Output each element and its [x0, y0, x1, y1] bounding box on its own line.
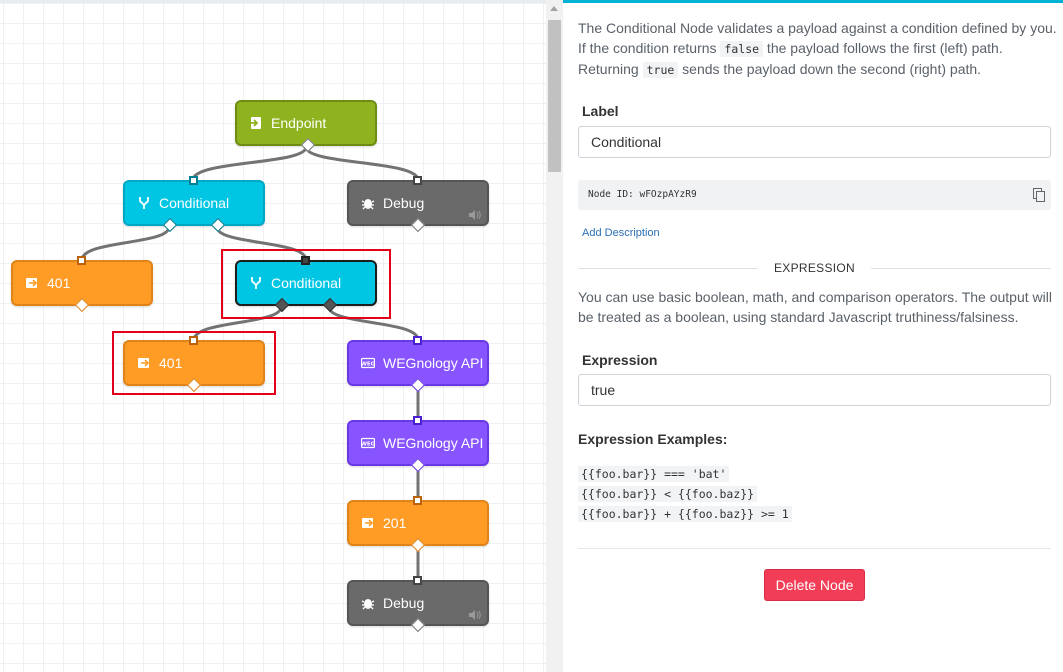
speaker-icon [469, 210, 481, 220]
example-line: {{foo.bar}} + {{foo.baz}} >= 1 [578, 506, 792, 522]
divider-line [578, 268, 758, 269]
endpoint-icon [249, 116, 263, 130]
node-api-1[interactable]: WEG WEGnology API [347, 336, 489, 393]
reply-icon [137, 356, 151, 370]
input-port[interactable] [413, 416, 422, 425]
label-field-title: Label [582, 103, 619, 119]
expression-section-divider: EXPRESSION [578, 261, 1051, 275]
node-id-text: Node ID: wFOzpAYzR9 [588, 189, 697, 200]
highlight-box-conditional [221, 249, 391, 319]
input-port[interactable] [189, 176, 198, 185]
code-true: true [642, 62, 679, 78]
workflow-canvas[interactable]: Endpoint Conditional Debug 401 [0, 0, 546, 672]
svg-text:WEG: WEG [361, 362, 375, 368]
node-label: Conditional [159, 195, 230, 211]
canvas-top-border [0, 0, 546, 3]
section-divider [578, 548, 1051, 549]
input-port[interactable] [413, 576, 422, 585]
expression-section-title: EXPRESSION [773, 261, 856, 275]
input-port[interactable] [413, 336, 422, 345]
label-input[interactable] [578, 126, 1051, 158]
examples-title: Expression Examples: [578, 431, 728, 447]
expression-input[interactable] [578, 374, 1051, 406]
api-icon: WEG [361, 356, 375, 370]
node-label: Debug [383, 195, 425, 211]
description-text: sends the payload down the second (right… [678, 61, 982, 77]
bug-icon [361, 196, 375, 210]
canvas-scrollbar[interactable] [546, 0, 563, 672]
delete-node-button[interactable]: Delete Node [764, 569, 865, 601]
speaker-icon [469, 610, 481, 620]
node-debug[interactable]: Debug [347, 176, 489, 233]
description-text: the payload follows the first (left) pat… [578, 40, 1003, 77]
api-icon: WEG [361, 436, 375, 450]
node-description: The Conditional Node validates a payload… [578, 18, 1058, 80]
example-line: {{foo.bar}} < {{foo.baz}} [578, 486, 758, 502]
node-response-401-highlighted[interactable]: 401 [123, 336, 265, 393]
node-conditional-selected[interactable]: Conditional [235, 256, 377, 313]
branch-icon [137, 196, 151, 210]
node-label: Debug [383, 595, 425, 611]
reply-icon [361, 516, 375, 530]
input-port[interactable] [77, 256, 86, 265]
node-response-401[interactable]: 401 [11, 256, 153, 313]
input-port[interactable] [301, 256, 310, 265]
node-label: 401 [159, 355, 183, 371]
node-label: Endpoint [271, 115, 327, 131]
node-response-201[interactable]: 201 [347, 496, 489, 553]
wire-conditional-401 [80, 225, 171, 262]
example-line: {{foo.bar}} === 'bat' [578, 466, 730, 482]
reply-icon [25, 276, 39, 290]
node-debug-bottom[interactable]: Debug [347, 576, 489, 633]
description-text: The Conditional Node validates a payload… [578, 20, 1057, 56]
input-port[interactable] [189, 336, 198, 345]
svg-text:WEG: WEG [361, 442, 375, 448]
node-config-panel: The Conditional Node validates a payload… [563, 0, 1063, 672]
wire-conditional2-api [327, 305, 420, 342]
add-description-link[interactable]: Add Description [582, 227, 660, 239]
node-id-box: Node ID: wFOzpAYzR9 [578, 180, 1051, 210]
node-label: Conditional [271, 275, 342, 291]
node-label: WEGnology API [383, 435, 484, 451]
code-false: false [720, 41, 764, 57]
node-label: WEGnology API [383, 355, 484, 371]
wire-endpoint-debug [304, 145, 420, 182]
input-port[interactable] [413, 176, 422, 185]
wire-conditional-conditional [215, 225, 308, 262]
highlight-box-401 [112, 331, 276, 395]
node-endpoint[interactable]: Endpoint [235, 100, 377, 153]
bug-icon [361, 596, 375, 610]
input-port[interactable] [413, 496, 422, 505]
scroll-up-arrow-icon[interactable] [550, 6, 558, 11]
wire-layer [80, 145, 420, 582]
copy-icon[interactable] [1033, 188, 1045, 202]
node-conditional[interactable]: Conditional [123, 176, 265, 233]
expression-field-title: Expression [582, 352, 658, 368]
node-api-2[interactable]: WEG WEGnology API [347, 416, 489, 473]
panel-accent-bar [563, 0, 1063, 3]
branch-icon [249, 276, 263, 290]
wire-endpoint-conditional [191, 145, 308, 182]
node-label: 401 [47, 275, 71, 291]
scroll-thumb[interactable] [548, 20, 561, 172]
wire-conditional2-401 [192, 305, 283, 342]
node-label: 201 [383, 515, 407, 531]
expression-help-text: You can use basic boolean, math, and com… [578, 289, 1052, 325]
divider-line [871, 268, 1051, 269]
